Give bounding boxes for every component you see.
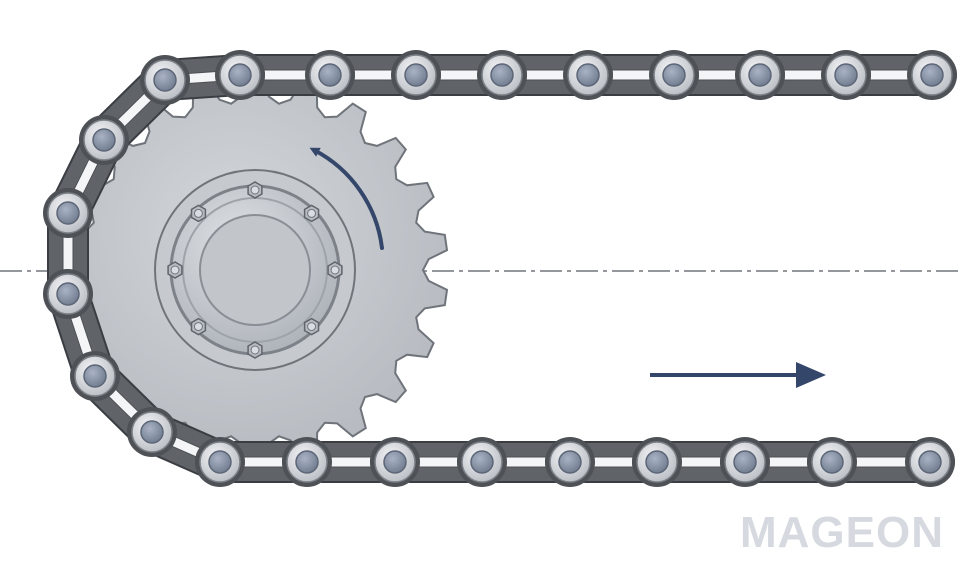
- chain-roller-pin: [318, 63, 342, 87]
- brand-watermark: MAGEON: [740, 508, 944, 557]
- chain-roller-pin: [733, 450, 757, 474]
- chain-roller-pin: [576, 63, 600, 87]
- chain-link-slot: [412, 456, 465, 468]
- hub-bolt-head: [193, 322, 203, 332]
- hub-bolt-head: [307, 208, 317, 218]
- chain-roller-pin: [208, 450, 232, 474]
- chain-roller-pin: [295, 450, 319, 474]
- chain-roller-pin: [558, 450, 582, 474]
- chain-roller-pin: [834, 63, 858, 87]
- chain-link-slot: [691, 69, 743, 81]
- chain-link-slot: [324, 456, 378, 468]
- chain-roller-pin: [490, 63, 514, 87]
- chain-link-slot: [519, 69, 571, 81]
- chain-link-slot: [587, 456, 640, 468]
- hub-bolt-head: [250, 185, 260, 195]
- chain-roller-pin: [920, 63, 944, 87]
- chain-roller-pin: [56, 282, 80, 306]
- chain-roller-pin: [228, 63, 252, 87]
- chain-link-slot: [777, 69, 829, 81]
- hub-bolt-head: [193, 208, 203, 218]
- chain-roller-pin: [470, 450, 494, 474]
- chain-link-slot: [762, 456, 815, 468]
- chain-roller-pin: [662, 63, 686, 87]
- chain-link-slot: [257, 69, 313, 81]
- chain-rollers: [43, 50, 957, 487]
- chain-link-slot: [674, 456, 728, 468]
- hub-bolt-head: [250, 345, 260, 355]
- chain-roller-pin: [820, 450, 844, 474]
- sprocket: [61, 76, 449, 464]
- rotation-arrow: [309, 147, 384, 250]
- chain-roller-pin: [383, 450, 407, 474]
- chain-link-slot: [433, 69, 485, 81]
- chain-roller-pin: [153, 68, 177, 92]
- hub-bolt-head: [330, 265, 340, 275]
- hub-bolt-head: [170, 265, 180, 275]
- chain-direction-arrow: [650, 362, 826, 388]
- chain-roller-pin: [404, 63, 428, 87]
- hub-bolts: [167, 181, 343, 359]
- chain-roller-pin: [83, 364, 107, 388]
- chain-roller-pin: [918, 450, 942, 474]
- sprocket-shaft-boss: [199, 214, 311, 326]
- chain-roller-pin: [748, 63, 772, 87]
- hub-bolt-head: [307, 322, 317, 332]
- chain-link-slot: [237, 456, 290, 468]
- chain-roller-pin: [645, 450, 669, 474]
- chain-link-slot: [863, 69, 915, 81]
- chain-link-slot: [499, 456, 553, 468]
- chain-roller-pin: [56, 201, 80, 225]
- chain-roller-pin: [92, 128, 116, 152]
- chain-link-slot: [849, 456, 913, 468]
- chain-link-slot: [347, 69, 399, 81]
- chain-roller-pin: [140, 420, 164, 444]
- chain-link-slot: [605, 69, 657, 81]
